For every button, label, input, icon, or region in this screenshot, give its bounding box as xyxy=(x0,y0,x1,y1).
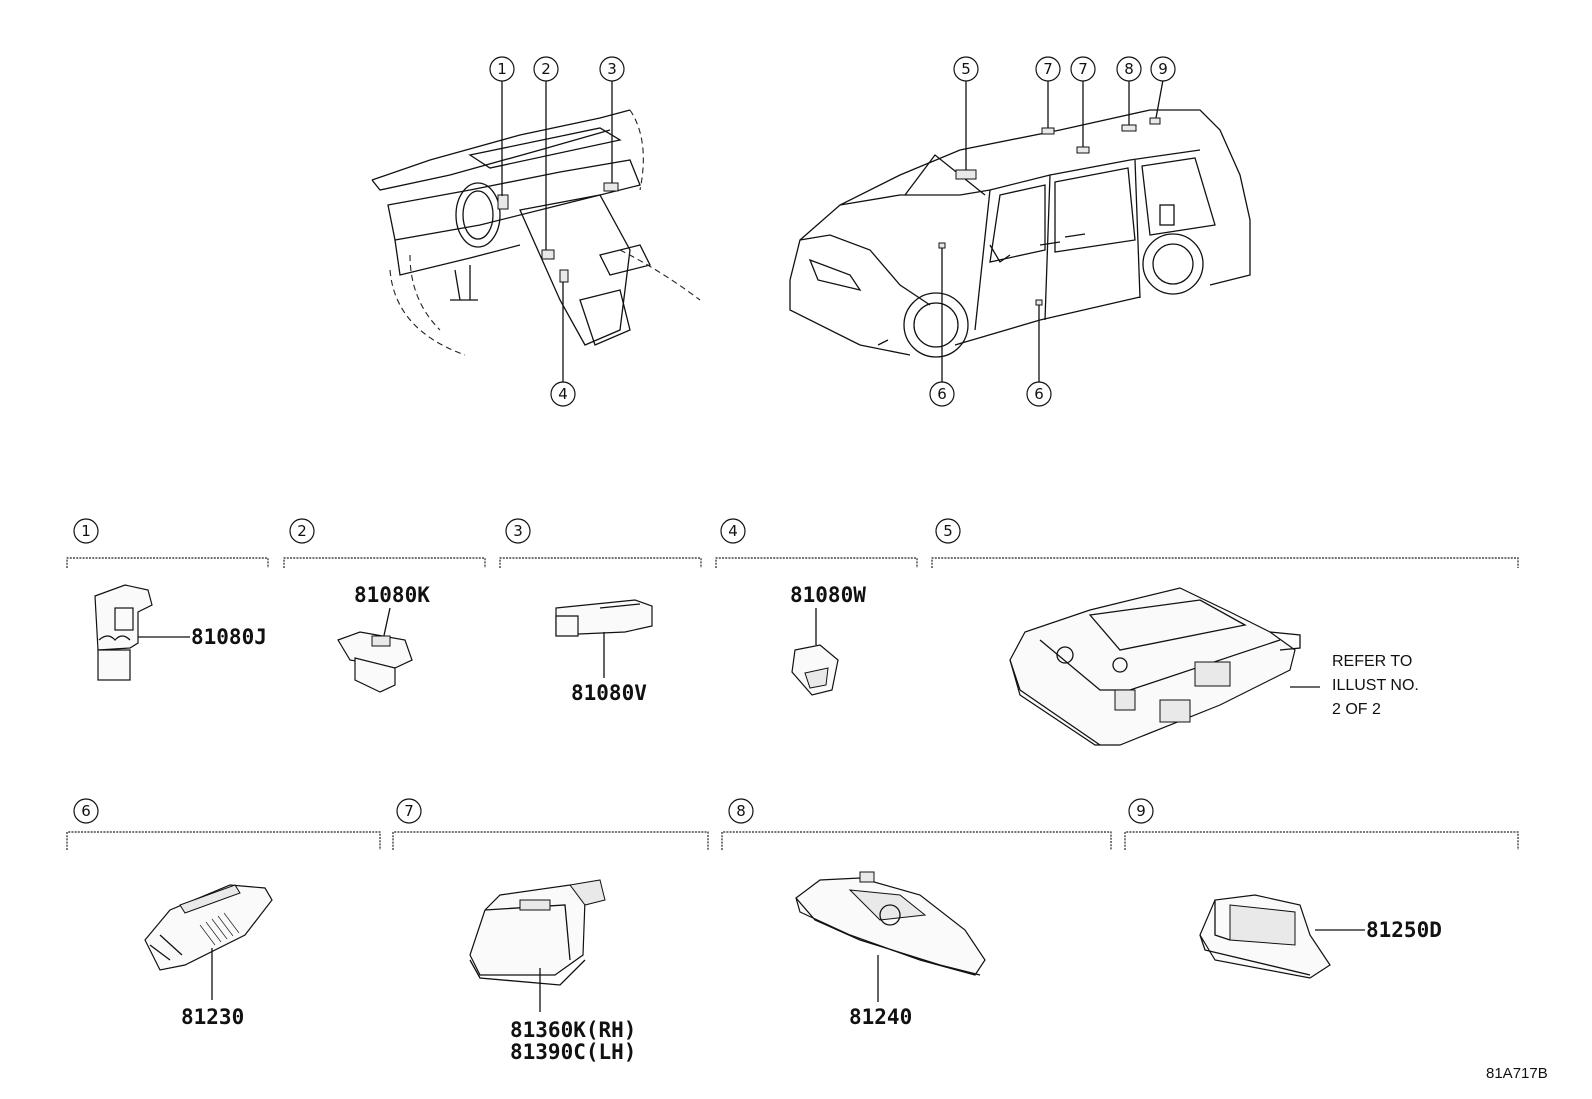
callout-9-top: 9 xyxy=(1150,56,1176,82)
section-callout-1: 1 xyxy=(73,518,99,544)
svg-text:7: 7 xyxy=(404,802,414,820)
part-81080V-drawing xyxy=(555,599,653,678)
callout-6a-top: 6 xyxy=(929,381,955,407)
svg-text:1: 1 xyxy=(81,522,91,540)
callout-4-top: 4 xyxy=(550,381,576,407)
svg-text:5: 5 xyxy=(961,60,971,78)
part-81230-drawing xyxy=(144,884,273,1000)
part-number-81360K-rh: 81360K(RH) xyxy=(510,1018,636,1042)
illustration-code: 81A717B xyxy=(1486,1065,1548,1082)
callout-2-top: 2 xyxy=(533,56,559,82)
svg-text:9: 9 xyxy=(1136,802,1146,820)
refer-note-line3: 2 OF 2 xyxy=(1332,701,1381,718)
section-brackets-row1 xyxy=(66,557,1519,568)
svg-text:3: 3 xyxy=(513,522,523,540)
section-callout-6: 6 xyxy=(73,798,99,824)
section-callout-4: 4 xyxy=(720,518,746,544)
callout-7a-top: 7 xyxy=(1035,56,1061,82)
part-number-81080V: 81080V xyxy=(571,681,647,705)
callout-1-top: 1 xyxy=(489,56,515,82)
svg-text:9: 9 xyxy=(1158,60,1168,78)
section-callout-8: 8 xyxy=(728,798,754,824)
refer-note-line2: ILLUST NO. xyxy=(1332,677,1419,694)
refer-note-line1: REFER TO xyxy=(1332,653,1412,670)
svg-text:5: 5 xyxy=(943,522,953,540)
svg-text:7: 7 xyxy=(1043,60,1053,78)
part-81080J-drawing xyxy=(94,584,190,681)
svg-text:7: 7 xyxy=(1078,60,1088,78)
svg-text:2: 2 xyxy=(541,60,551,78)
exterior-leaders xyxy=(941,79,1164,382)
callout-8-top: 8 xyxy=(1116,56,1142,82)
callout-7b-top: 7 xyxy=(1070,56,1096,82)
section-callout-5: 5 xyxy=(935,518,961,544)
svg-text:8: 8 xyxy=(1124,60,1134,78)
svg-text:4: 4 xyxy=(558,385,568,403)
part-number-81390C-lh: 81390C(LH) xyxy=(510,1040,636,1064)
section-brackets-row2 xyxy=(66,831,1519,850)
part-number-81080K: 81080K xyxy=(354,583,430,607)
callout-3-top: 3 xyxy=(599,56,625,82)
svg-text:8: 8 xyxy=(736,802,746,820)
section-callout-7: 7 xyxy=(396,798,422,824)
svg-text:6: 6 xyxy=(937,385,947,403)
section-callout-2: 2 xyxy=(289,518,315,544)
part-81240-drawing xyxy=(795,871,986,1002)
part-81360K-81390C-drawing xyxy=(469,879,606,1012)
svg-text:1: 1 xyxy=(497,60,507,78)
part-overhead-console-drawing xyxy=(1009,587,1320,746)
svg-text:4: 4 xyxy=(728,522,738,540)
svg-text:6: 6 xyxy=(1034,385,1044,403)
part-81080W-drawing xyxy=(791,608,839,696)
part-number-81080J: 81080J xyxy=(191,625,267,649)
callout-6b-top: 6 xyxy=(1026,381,1052,407)
svg-text:3: 3 xyxy=(607,60,617,78)
svg-text:6: 6 xyxy=(81,802,91,820)
interior-dashboard-illustration xyxy=(371,109,701,356)
callout-5-top: 5 xyxy=(953,56,979,82)
part-number-81230: 81230 xyxy=(181,1005,244,1029)
part-81080K-drawing xyxy=(337,607,413,693)
part-number-81080W: 81080W xyxy=(790,583,866,607)
interior-leaders xyxy=(501,80,613,382)
part-number-81250D: 81250D xyxy=(1366,918,1442,942)
part-81250D-drawing xyxy=(1199,894,1365,979)
section-callout-3: 3 xyxy=(505,518,531,544)
vehicle-illustration xyxy=(789,109,1251,358)
svg-text:2: 2 xyxy=(297,522,307,540)
section-callout-9: 9 xyxy=(1128,798,1154,824)
part-number-81240: 81240 xyxy=(849,1005,912,1029)
